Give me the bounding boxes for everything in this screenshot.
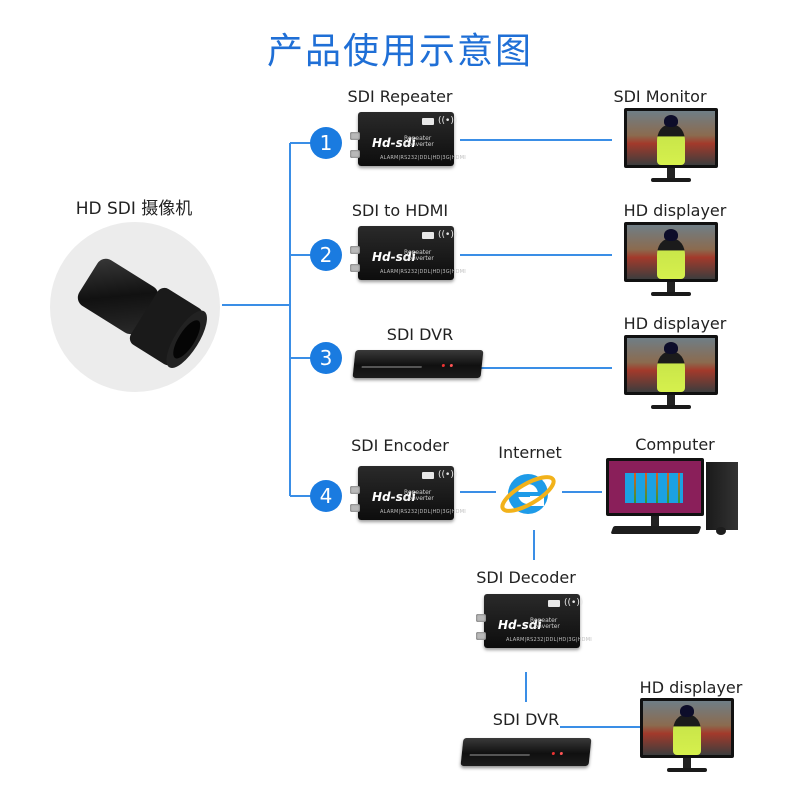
keyboard [611,526,702,534]
step-badge-2: 2 [310,239,342,271]
internet-label: Internet [480,443,580,462]
sdi-dvr-label: SDI DVR [360,325,480,344]
camera-label: HD SDI 摄像机 [54,194,214,219]
computer-tower [706,462,738,530]
sdi-decoder-label: SDI Decoder [466,568,586,587]
sdi-monitor [624,108,718,182]
mouse [716,527,726,535]
camera-image [50,222,220,392]
hd-displayer-label-3: HD displayer [600,314,750,333]
sdi-repeater-label: SDI Repeater [340,87,460,106]
final-hd-displayer [640,698,734,772]
sdi-dvr-device [353,350,484,378]
internet-explorer-icon [498,466,560,526]
sdi-to-hdmi-label: SDI to HDMI [340,201,460,220]
hd-displayer-2 [624,222,718,296]
step-badge-1: 1 [310,127,342,159]
hd-displayer-3 [624,335,718,409]
step-badge-3: 3 [310,342,342,374]
step-badge-4: 4 [310,480,342,512]
hd-displayer-label-2: HD displayer [600,201,750,220]
computer-monitor [606,458,704,530]
final-hd-displayer-label: HD displayer [616,678,766,697]
computer-label: Computer [615,435,735,454]
sdi-encoder-label: SDI Encoder [340,436,460,455]
final-sdi-dvr-label: SDI DVR [466,710,586,729]
sdi-monitor-label: SDI Monitor [600,87,720,106]
final-sdi-dvr-device [461,738,592,766]
